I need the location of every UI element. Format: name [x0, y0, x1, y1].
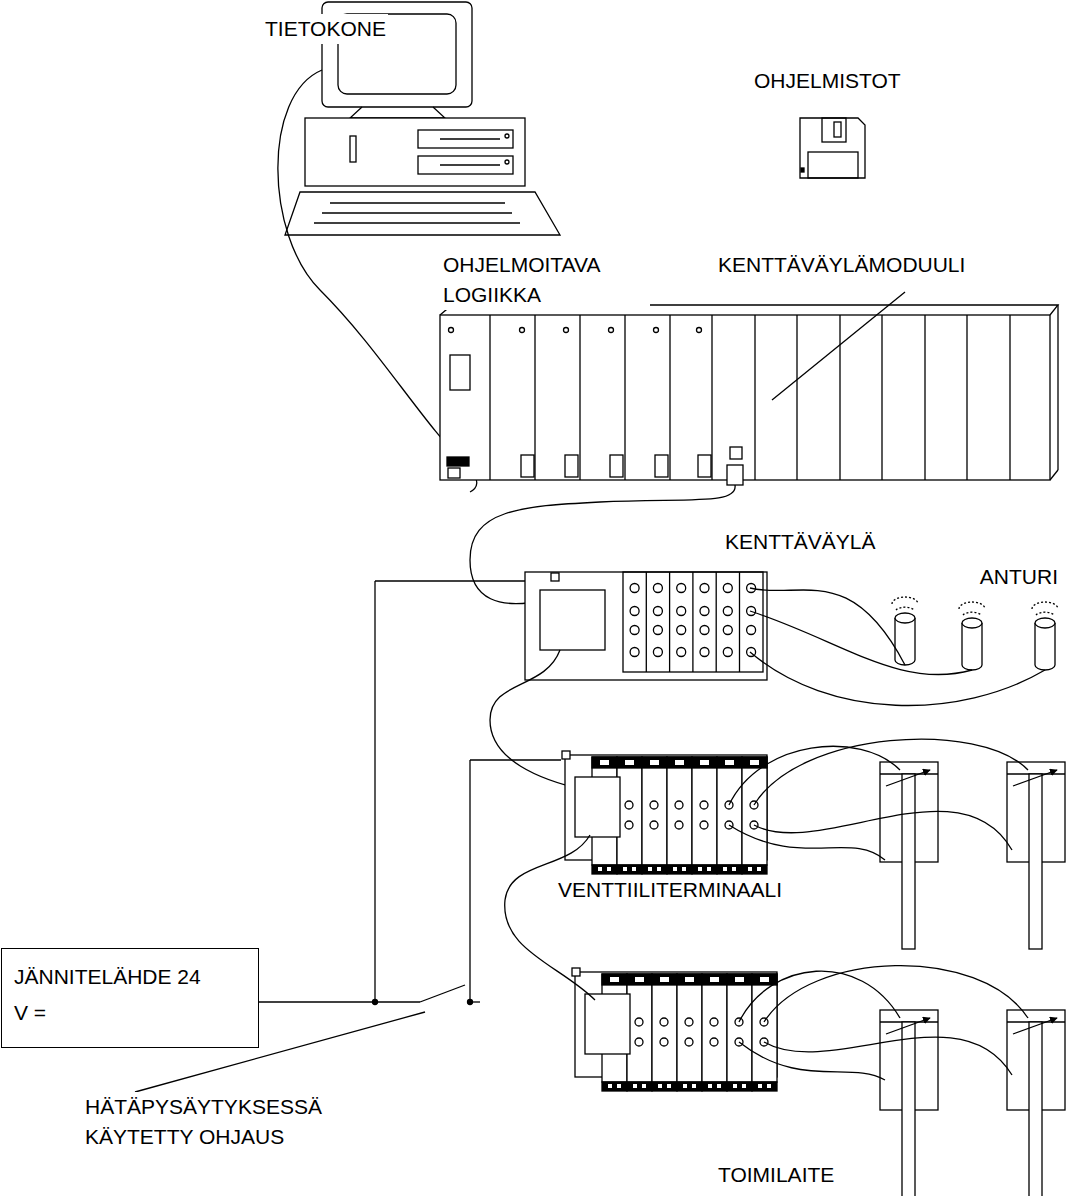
part-label: VENTTIILITERMINAALI: [556, 875, 784, 905]
node-text: JÄNNITELÄHDE 24 V =: [14, 959, 214, 1031]
part-label: KENTTÄVÄYLÄMODUULI: [716, 250, 967, 280]
part-label: ANTURI: [978, 562, 1060, 592]
part-label: OHJELMISTOT: [752, 66, 903, 96]
part-label: HÄTÄPYSÄYTYKSESSÄ KÄYTETTY OHJAUS: [83, 1092, 352, 1152]
part-label: TIETOKONE: [263, 14, 388, 44]
part-label: OHJELMOITAVA LOGIIKKA: [441, 250, 650, 310]
part-label: KENTTÄVÄYLÄ: [723, 527, 878, 557]
power-supply-box: JÄNNITELÄHDE 24 V =: [1, 948, 259, 1048]
part-label: TOIMILAITE: [716, 1160, 836, 1190]
